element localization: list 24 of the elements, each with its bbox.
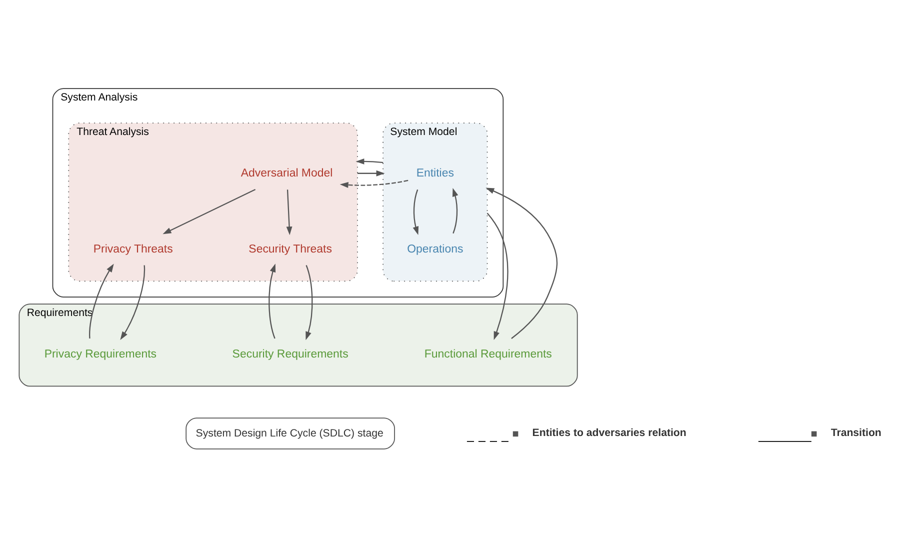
arrow <box>340 179 408 188</box>
arrow <box>89 263 114 338</box>
node-text: Security Requirements <box>232 348 348 360</box>
node-text: Privacy Requirements <box>44 348 157 360</box>
arrow <box>162 188 256 234</box>
legend-label: Entities to adversaries relation <box>532 426 686 438</box>
arrow <box>356 158 384 164</box>
arrow <box>412 188 419 234</box>
node-text: Operations <box>407 242 464 255</box>
arrow <box>357 170 385 176</box>
arrow <box>268 263 276 338</box>
node-text: Privacy Threats <box>93 242 173 255</box>
arrow <box>486 212 508 340</box>
node-text: Security Threats <box>248 242 332 255</box>
arrow <box>306 264 313 340</box>
node-text: Entities <box>416 166 454 179</box>
node-text: Functional Requirements <box>424 348 552 360</box>
arrow <box>452 187 458 234</box>
arrow <box>486 187 558 338</box>
legend-label: System Design Life Cycle (SDLC) stage <box>196 427 384 440</box>
legend-label: Transition <box>830 426 882 438</box>
arrow <box>286 189 292 235</box>
node-text: Adversarial Model <box>240 166 333 179</box>
arrow <box>120 264 146 340</box>
